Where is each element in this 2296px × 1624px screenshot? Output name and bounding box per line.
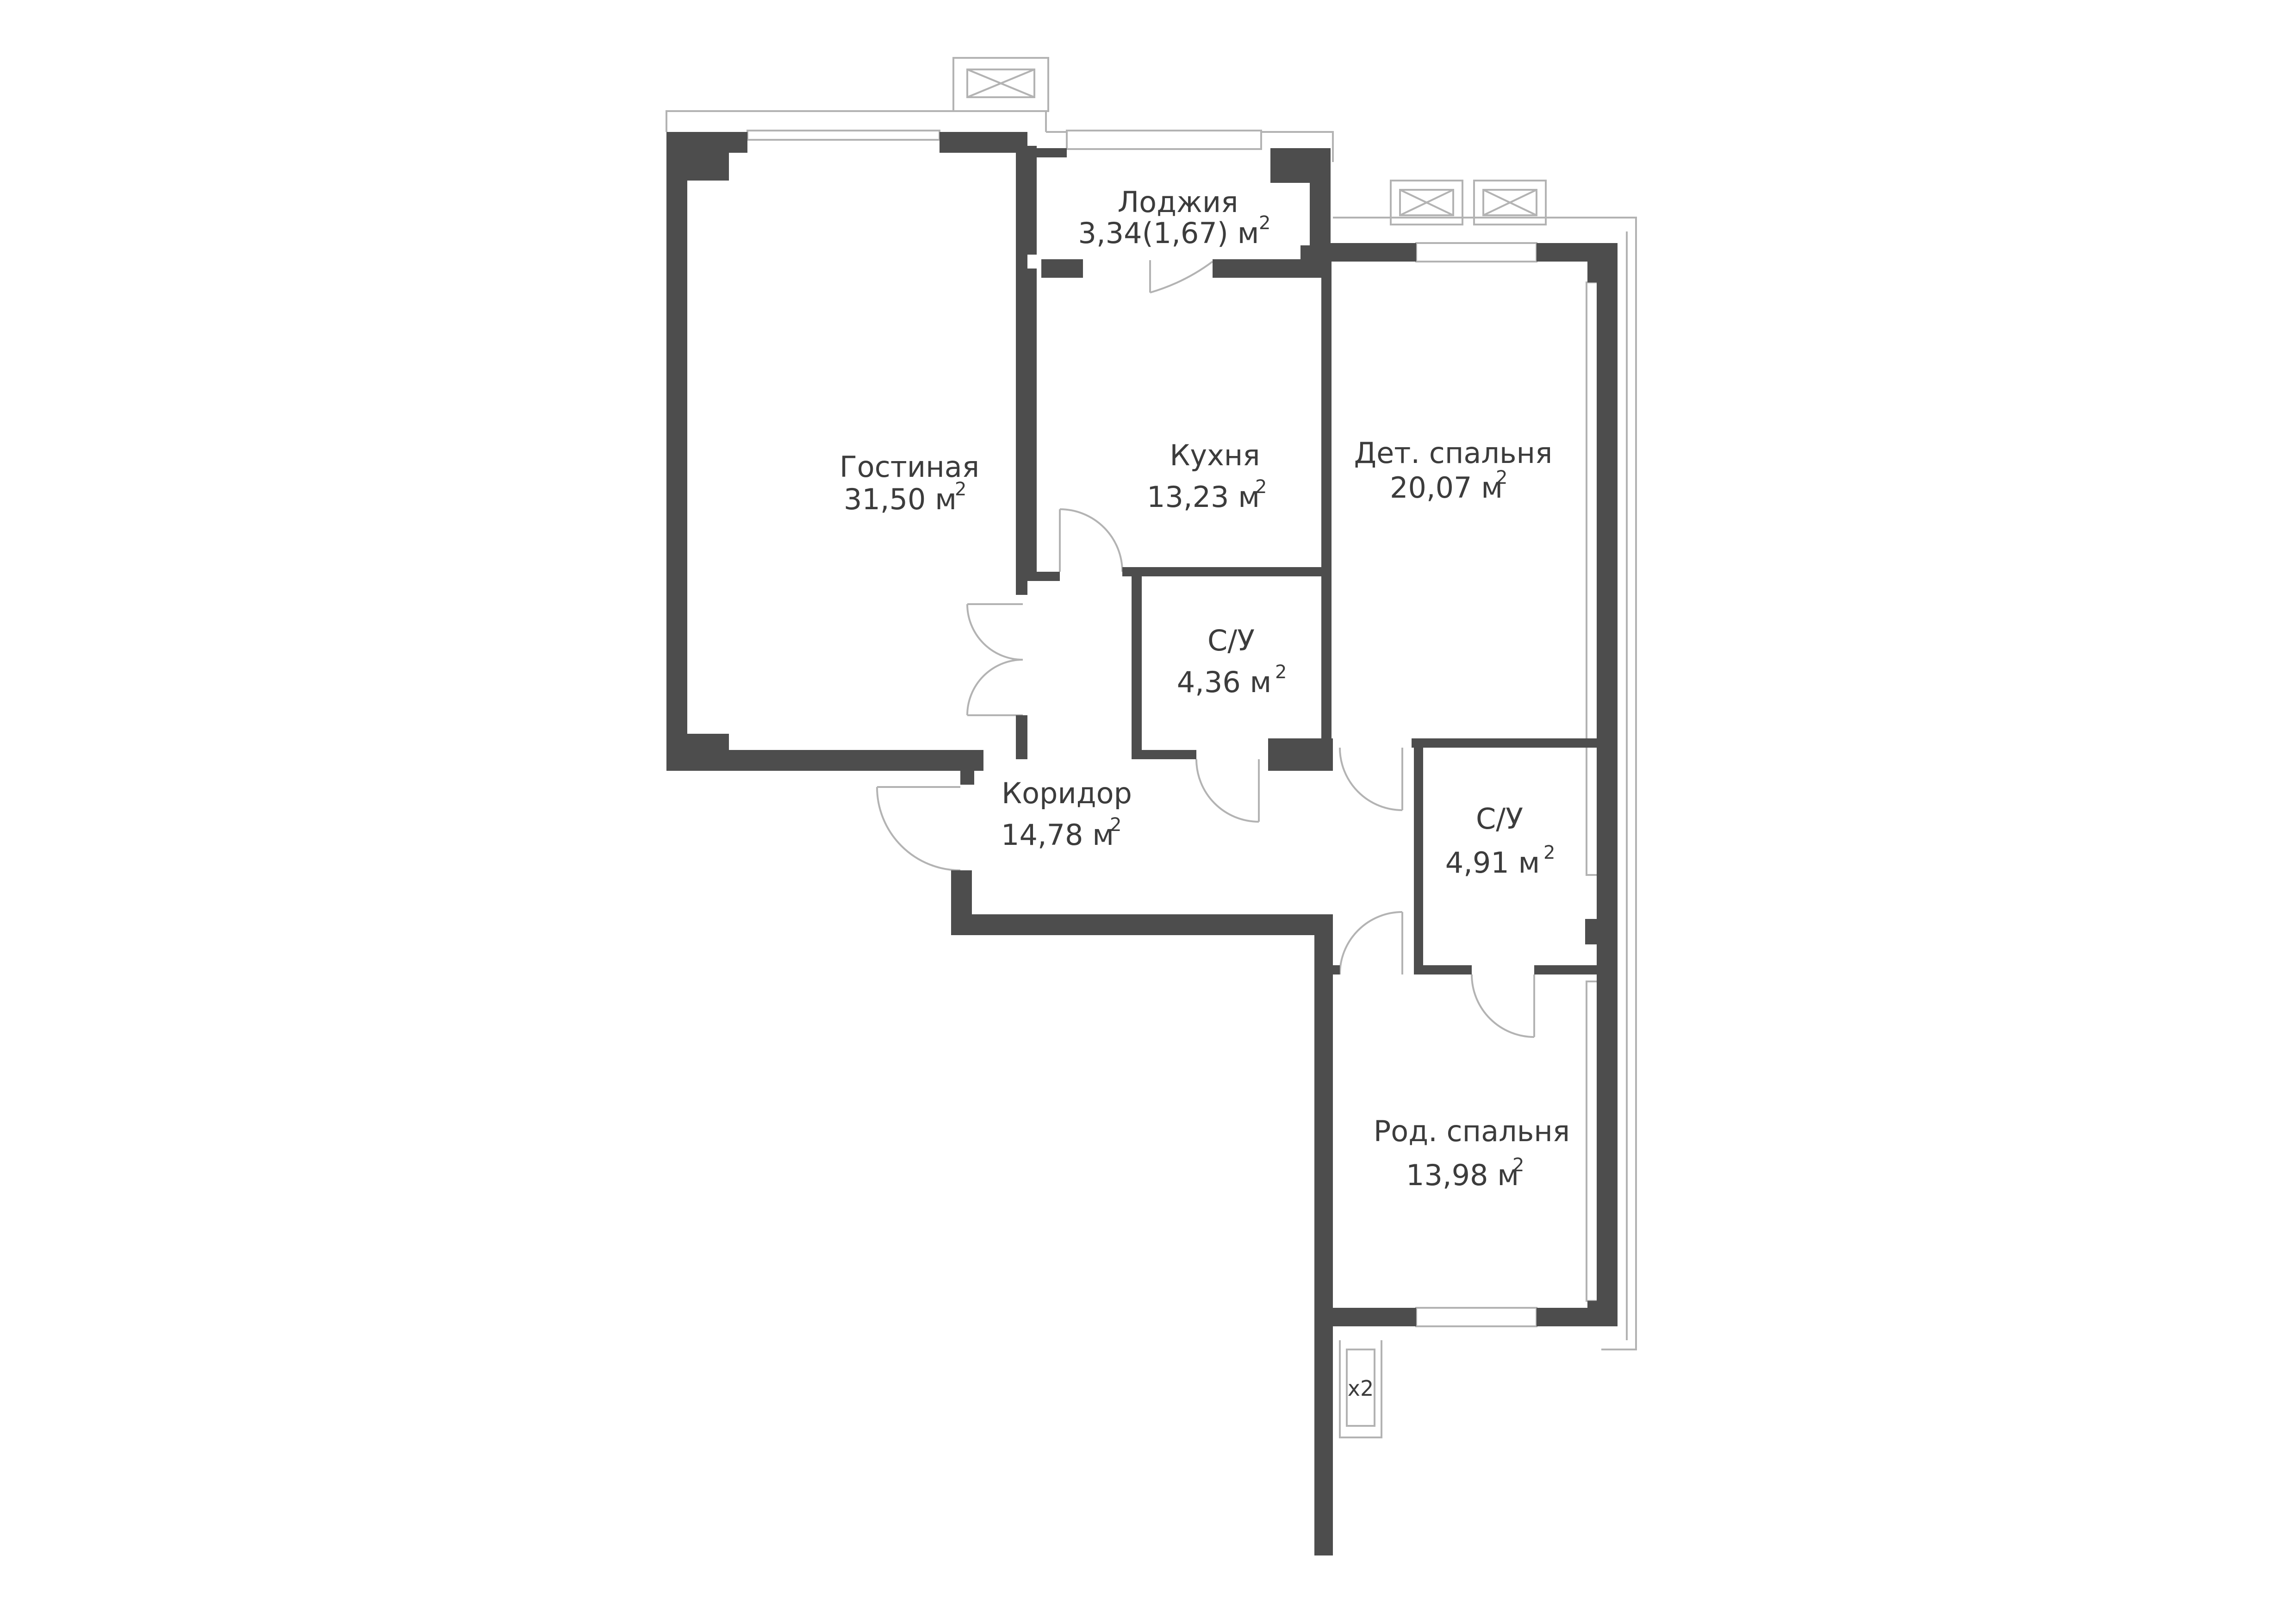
ac-unit-top [952,57,1049,112]
room-name: Кухня [1170,438,1260,472]
room-name: Лоджия [1118,185,1238,219]
room-area-sup: 2 [1255,476,1267,498]
room-area: 20,07 м [1390,471,1503,505]
door-kids [1339,747,1403,811]
room-area-sup: 2 [955,479,966,500]
room-kids-bedroom: Дет. спальня 20,07 м 2 [1354,436,1553,505]
walls [666,132,1618,1555]
room-area-sup: 2 [1512,1155,1524,1176]
door-entrance [876,786,961,871]
room-name: Гостиная [840,450,979,484]
door-bath1 [1195,759,1260,823]
door-bath2 [1471,974,1535,1038]
ac-bottom-tag: x2 [1348,1376,1374,1401]
room-name: Дет. спальня [1354,436,1553,470]
room-bath-2: С/У 4,91 м 2 [1445,802,1556,880]
room-area-sup: 2 [1543,842,1555,863]
window-master [1415,1307,1537,1327]
room-loggia: Лоджия 3,34(1,67) м 2 [1078,185,1271,250]
room-master-bedroom: Род. спальня 13,98 м 2 [1374,1114,1570,1192]
ac-units: x2 [952,57,1547,1427]
window-kids-side [1586,281,1599,876]
ac-unit-right-2 [1473,180,1547,225]
room-corridor: Коридор 14,78 м 2 [1001,776,1132,852]
room-area-sup: 2 [1496,467,1507,488]
room-area-sup: 2 [1110,814,1121,836]
room-area: 31,50 м [844,482,957,516]
room-area: 4,91 м [1445,846,1540,880]
window-loggia [1066,130,1262,150]
windows [747,130,1599,1327]
door-kitchen [1059,508,1123,572]
room-area-sup: 2 [1259,212,1270,234]
outline-lines [666,110,1637,1438]
room-name: Род. спальня [1374,1114,1570,1148]
door-loggia [1149,260,1213,294]
room-area-sup: 2 [1275,662,1287,683]
room-name: С/У [1207,624,1255,657]
room-area: 3,34(1,67) м [1078,216,1259,250]
door-living-double [966,603,1023,716]
wall-living-left [666,132,687,771]
room-labels: Гостиная 31,50 м 2 Лоджия 3,34(1,67) м 2… [840,185,1570,1192]
window-master-side [1586,981,1599,1302]
room-name: С/У [1476,802,1523,836]
doors [876,260,1535,1038]
room-area: 14,78 м [1001,818,1114,852]
room-area: 13,23 м [1147,480,1260,514]
room-area: 4,36 м [1177,665,1272,699]
ac-unit-bottom: x2 [1346,1349,1375,1427]
room-area: 13,98 м [1406,1158,1519,1192]
ac-unit-right-1 [1390,180,1463,225]
room-kitchen: Кухня 13,23 м 2 [1147,438,1267,514]
window-living [747,130,940,141]
room-bath-1: С/У 4,36 м 2 [1177,624,1287,699]
room-living: Гостиная 31,50 м 2 [840,450,979,516]
door-master [1339,911,1403,975]
window-kids [1415,242,1537,262]
room-name: Коридор [1002,776,1132,810]
